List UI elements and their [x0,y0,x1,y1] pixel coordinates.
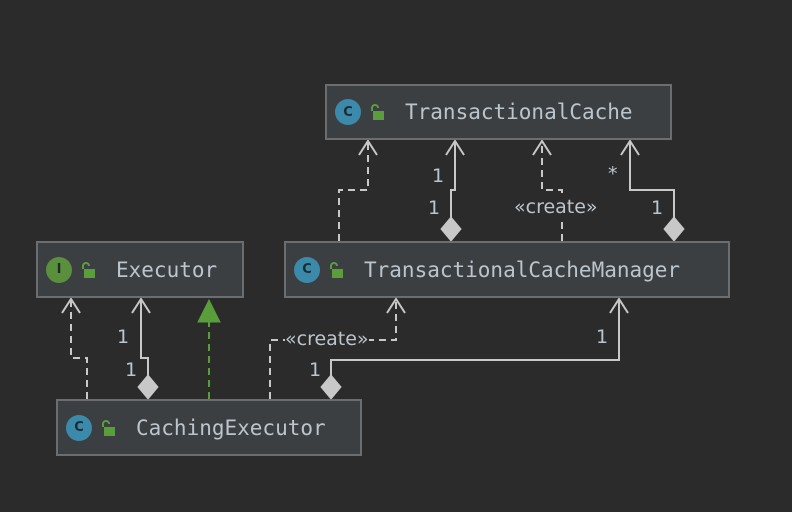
node-executor[interactable]: I Executor [36,241,244,298]
class-name: CachingExecutor [136,415,326,440]
lock-open-icon [330,261,343,278]
realization-arrowhead [197,298,221,323]
lock-open-icon [102,419,115,436]
class-icon: C [335,99,361,125]
aggregation-edge [330,299,620,376]
interface-icon: I [46,256,72,283]
multiplicity-label: 1 [428,197,441,219]
open-arrowhead [131,297,151,314]
dependency-edge [70,299,88,399]
stereotype-label: «create» [514,196,598,218]
aggregation-diamond [137,374,159,400]
class-icon: C [294,256,320,283]
aggregation-edge [140,299,149,376]
multiplicity-label: * [608,163,618,185]
open-arrowhead [386,297,406,314]
dependency-edge [338,141,369,241]
create-dependency-edge [541,141,563,241]
multiplicity-label: 1 [651,197,664,219]
class-name: TransactionalCacheManager [364,257,681,282]
multiplicity-label: 1 [596,326,609,348]
aggregation-edge [629,141,675,218]
aggregation-diamond [663,216,685,242]
lock-open-icon [371,104,384,120]
multiplicity-label: 1 [309,359,322,381]
lock-open-icon [82,261,95,278]
open-arrowhead [358,139,378,156]
class-icon: C [66,414,92,441]
edge-layer [61,139,685,400]
node-transactional-cache-manager[interactable]: C TransactionalCacheManager [284,241,730,298]
open-arrowhead [445,139,465,156]
aggregation-edge [450,141,456,218]
open-arrowhead [620,139,640,156]
open-arrowhead [532,139,552,156]
node-caching-executor[interactable]: C CachingExecutor [56,399,362,456]
aggregation-diamond [440,216,462,242]
node-transactional-cache[interactable]: C TransactionalCache [325,84,672,140]
multiplicity-label: 1 [125,359,138,381]
open-arrowhead [61,297,81,314]
stereotype-label: «create» [285,328,369,350]
interface-name: Executor [116,257,218,282]
multiplicity-label: 1 [432,165,445,187]
class-name: TransactionalCache [405,100,633,124]
multiplicity-label: 1 [117,326,130,348]
open-arrowhead [609,297,629,314]
aggregation-diamond [320,374,342,400]
